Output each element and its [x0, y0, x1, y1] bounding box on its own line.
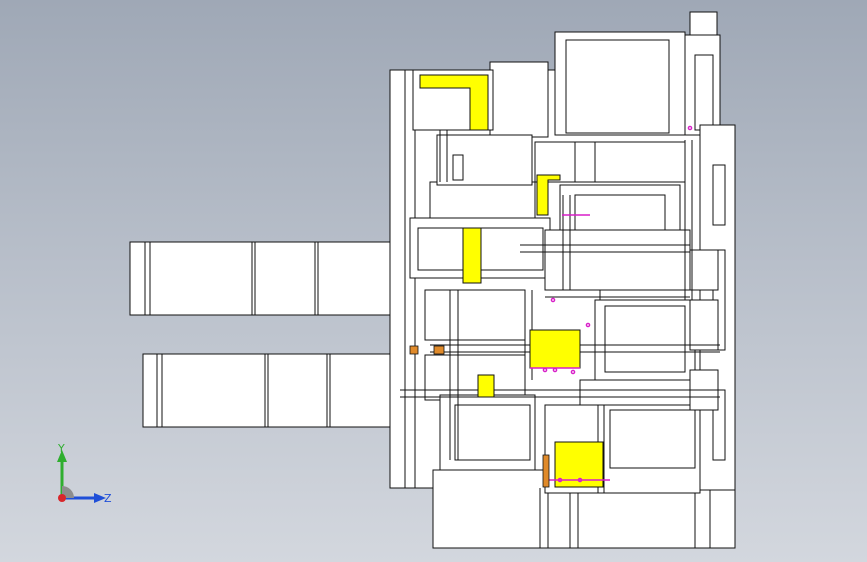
triad-x-axis — [58, 494, 66, 502]
magenta-fasteners — [530, 125, 693, 483]
orange-parts — [409, 345, 550, 488]
top-block[interactable] — [412, 11, 721, 138]
triad-rotation-sector — [62, 486, 74, 498]
lower-extension-bar[interactable] — [142, 353, 401, 428]
coordinate-triad: Y Z — [57, 442, 112, 505]
triad-y-label: Y — [57, 442, 65, 455]
upper-extension-bar[interactable] — [129, 241, 391, 316]
triad-z-label: Z — [104, 492, 112, 505]
